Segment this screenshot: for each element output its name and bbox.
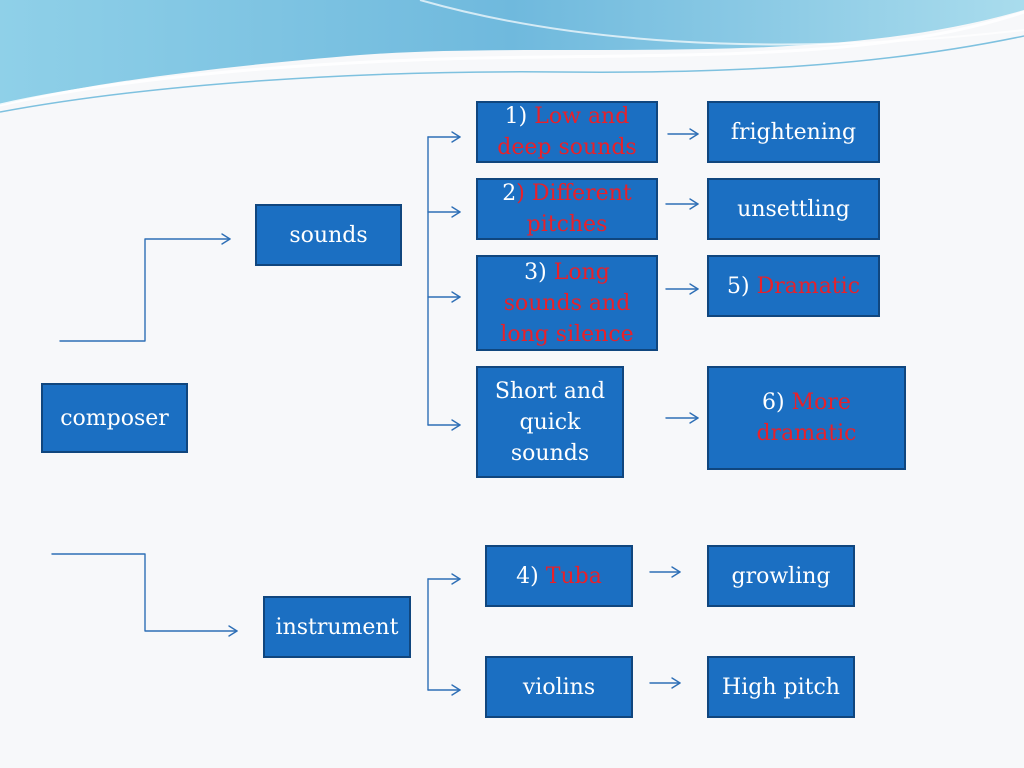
- node-frightening: frightening: [707, 101, 880, 163]
- node-unsettling: unsettling: [707, 178, 880, 240]
- sounds-bracket: [427, 131, 461, 431]
- node-more-dramatic-text: 6) More dramatic: [747, 387, 867, 449]
- node-long-label: Long sounds and long silence: [500, 259, 634, 347]
- node-tuba-number: 4): [516, 563, 539, 589]
- node-pitches-label: ) Different pitches: [516, 181, 632, 237]
- node-violins-label: violins: [522, 674, 596, 700]
- node-sounds-label: sounds: [289, 222, 368, 248]
- effect-arrows: [649, 128, 699, 689]
- connector-composer-sounds: [59, 233, 231, 342]
- node-low-deep-sounds-text: 1) Low and deep sounds: [482, 101, 652, 163]
- instrument-bracket: [427, 573, 461, 696]
- connector-composer-instrument: [51, 553, 238, 637]
- header-banner: [0, 0, 1024, 113]
- node-growling-label: growling: [731, 563, 831, 589]
- node-dramatic-label: Dramatic: [756, 273, 861, 299]
- node-growling: growling: [707, 545, 855, 607]
- node-composer: composer: [41, 383, 188, 453]
- node-instrument-label: instrument: [275, 614, 399, 640]
- node-tuba: 4) Tuba: [485, 545, 633, 607]
- node-more-dramatic-number: 6): [762, 390, 785, 415]
- node-frightening-label: frightening: [730, 119, 857, 145]
- node-low-deep-sounds: 1) Low and deep sounds: [476, 101, 658, 163]
- node-short-label: Short and quick sounds: [494, 378, 606, 466]
- node-dramatic: 5) Dramatic: [707, 255, 880, 317]
- node-composer-label: composer: [60, 405, 169, 431]
- node-more-dramatic: 6) More dramatic: [707, 366, 906, 470]
- node-long-number: 3): [524, 259, 547, 285]
- node-dramatic-text: 5) Dramatic: [727, 271, 860, 302]
- node-different-pitches-text: 2) Different pitches: [482, 178, 652, 240]
- node-instrument: instrument: [263, 596, 411, 658]
- node-more-dramatic-label: More dramatic: [756, 390, 857, 446]
- node-different-pitches: 2) Different pitches: [476, 178, 658, 240]
- node-pitches-number: 2: [502, 181, 517, 206]
- node-low-number: 1): [504, 104, 528, 129]
- node-short-quick-sounds: Short and quick sounds: [476, 366, 624, 478]
- node-tuba-text: 4) Tuba: [516, 561, 602, 592]
- node-unsettling-label: unsettling: [737, 196, 850, 222]
- node-long-sounds-text: 3) Long sounds and long silence: [482, 257, 652, 350]
- node-violins: violins: [485, 656, 633, 718]
- node-tuba-label: Tuba: [545, 563, 602, 589]
- node-low-label: Low and deep sounds: [497, 104, 637, 160]
- node-high-pitch: High pitch: [707, 656, 855, 718]
- node-sounds: sounds: [255, 204, 402, 266]
- node-long-sounds: 3) Long sounds and long silence: [476, 255, 658, 351]
- node-dramatic-number: 5): [726, 273, 750, 299]
- node-high-pitch-label: High pitch: [722, 674, 840, 700]
